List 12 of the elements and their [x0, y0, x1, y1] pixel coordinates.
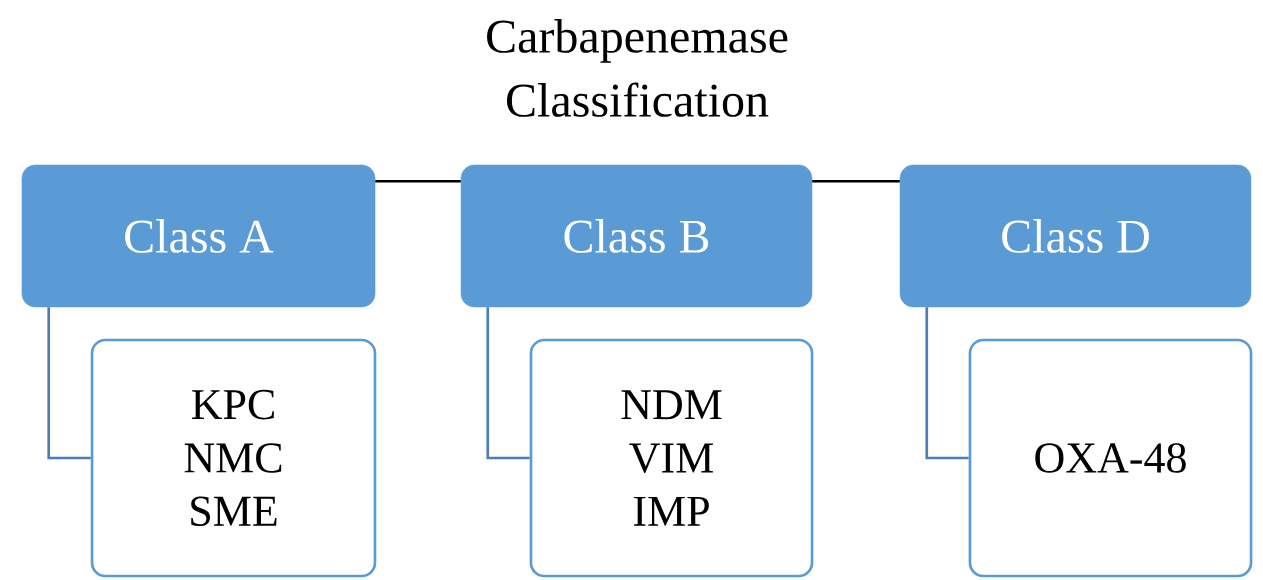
item-box: NDM VIM IMP	[529, 338, 814, 578]
connector-line	[925, 307, 969, 460]
class-box: Class A	[21, 164, 376, 308]
connector-line	[47, 307, 91, 460]
item-box: KPC NMC SME	[90, 338, 377, 578]
connector-line	[375, 179, 461, 183]
connector-line	[486, 307, 530, 460]
title: Carbapenemase Classification	[487, 19, 788, 117]
class-box: Class B	[460, 164, 813, 308]
connector-line	[812, 179, 900, 183]
class-box: Class D	[899, 164, 1252, 308]
item-box: OXA-48	[968, 338, 1253, 578]
